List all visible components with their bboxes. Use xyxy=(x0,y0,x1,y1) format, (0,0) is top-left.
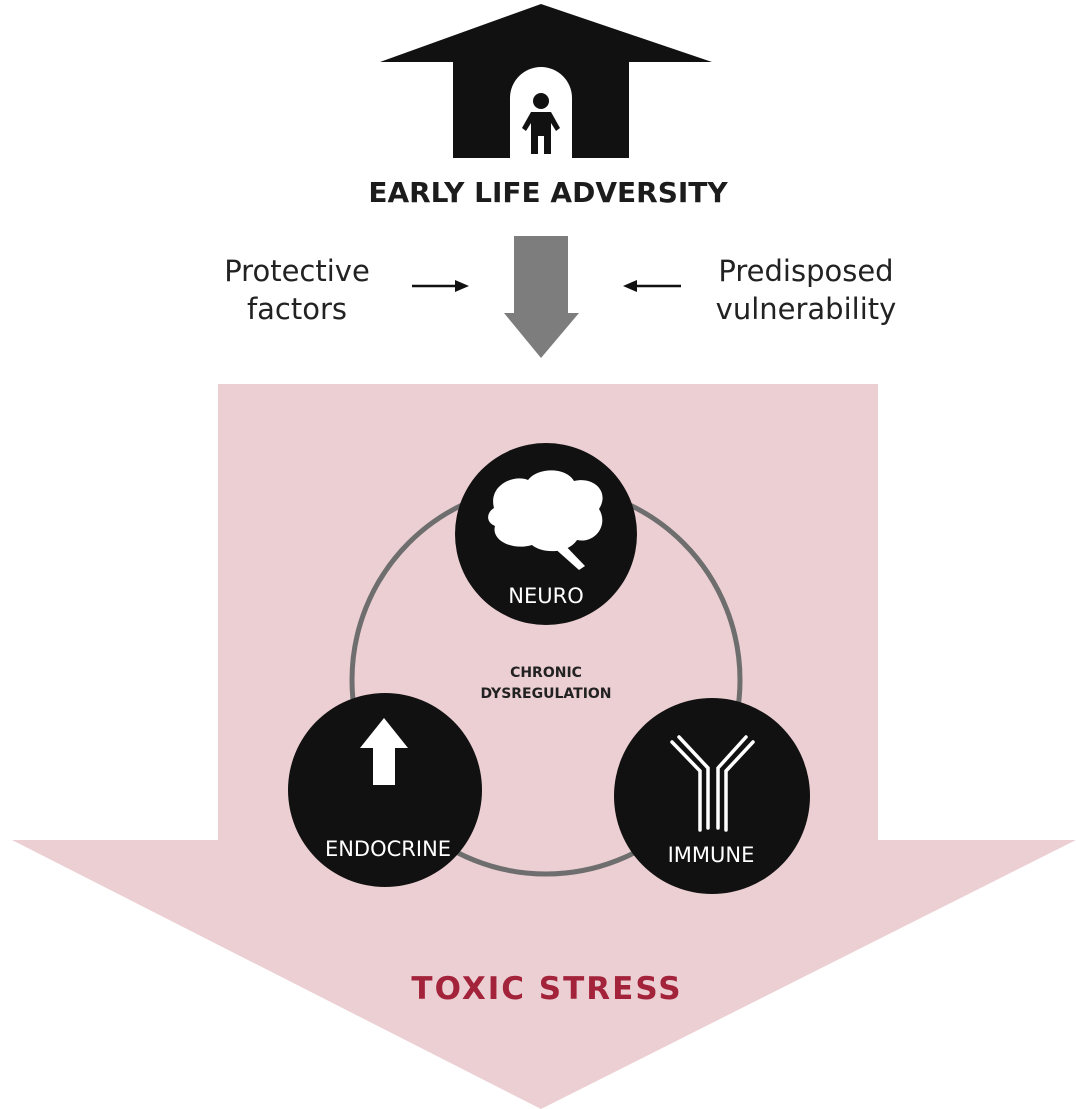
up-arrow-icon xyxy=(360,718,408,785)
house-icon xyxy=(380,4,712,158)
immune-node: IMMUNE xyxy=(614,698,810,894)
neuro-label: NEURO xyxy=(508,584,583,608)
protective-factors-line1: Protective xyxy=(224,254,370,288)
predisposed-vulnerability-line1: Predisposed xyxy=(718,254,893,288)
antibody-icon xyxy=(670,735,755,832)
protective-factors-line2: factors xyxy=(247,292,347,326)
brain-icon xyxy=(488,470,603,570)
right-pointing-arrow-icon xyxy=(412,280,469,292)
predisposed-vulnerability-line2: vulnerability xyxy=(716,292,897,326)
dysregulation-label: DYSREGULATION xyxy=(480,686,611,702)
toxic-stress-arrow xyxy=(12,384,1076,1109)
toxic-stress-label: TOXIC STRESS xyxy=(411,971,682,1007)
left-pointing-arrow-icon xyxy=(623,280,681,292)
neuro-node: NEURO xyxy=(455,443,637,625)
endocrine-node: ENDOCRINE xyxy=(288,693,482,887)
center-down-arrow xyxy=(504,236,579,358)
chronic-label: CHRONIC xyxy=(510,665,582,681)
endocrine-label: ENDOCRINE xyxy=(325,837,451,861)
immune-label: IMMUNE xyxy=(668,843,755,867)
early-life-adversity-title: EARLY LIFE ADVERSITY xyxy=(368,176,728,209)
child-icon xyxy=(522,93,560,154)
